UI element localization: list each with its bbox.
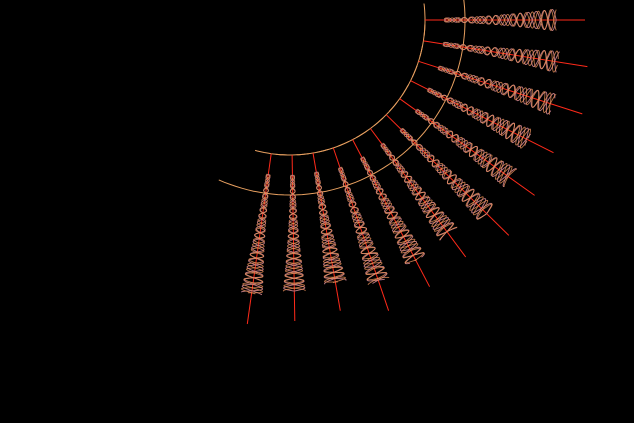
ray-wave-mirror-3	[438, 65, 552, 115]
ray-wave-mirror-3	[442, 41, 559, 71]
ray-8	[337, 130, 431, 287]
hub-arc-group	[218, 0, 466, 196]
ray-wave-mirror-3	[282, 174, 306, 292]
ray-wave-mirror-3	[443, 9, 557, 31]
ray-wave-mirror-3	[314, 171, 346, 284]
ray-wave-mirror-3	[382, 142, 455, 241]
ray-wave-3	[443, 9, 557, 31]
ray-3	[412, 45, 583, 115]
ray-stem	[291, 154, 296, 322]
ray-12	[240, 149, 288, 325]
ray-wave-mirror-3	[240, 174, 271, 295]
ray-11	[275, 153, 309, 322]
ray-wave-3	[242, 173, 270, 294]
ray-wave-3	[283, 174, 306, 292]
ray-wave-3	[380, 144, 458, 237]
ray-1	[423, 3, 585, 37]
ray-4	[401, 65, 554, 154]
ray-stem	[332, 147, 390, 311]
ray-5	[388, 84, 535, 196]
ray-wave-mirror-1	[381, 143, 457, 236]
ray-stem	[369, 128, 467, 258]
ray-10	[296, 148, 347, 311]
ray-wave-3	[360, 157, 425, 262]
ray-wave-3	[442, 42, 558, 73]
ray-wave-3	[426, 90, 532, 146]
ray-hook-arc	[412, 45, 424, 77]
ray-wave-mirror-3	[416, 108, 517, 184]
ray-wave-mirror-3	[339, 166, 390, 281]
ray-6	[373, 101, 510, 236]
ray-wave-3	[414, 111, 513, 187]
ray-group	[240, 3, 588, 325]
ray-wave-mirror-2	[381, 143, 457, 236]
ray-stem	[312, 152, 341, 311]
hub-arc	[218, 0, 466, 196]
ray-wave-mirror-3	[362, 156, 422, 264]
ray-wave-mirror-3	[428, 87, 528, 149]
ray-9	[317, 141, 390, 311]
ray-wave-mirror-3	[401, 127, 493, 216]
ray-wave-3	[399, 129, 489, 220]
ray-wave-3	[437, 67, 557, 113]
ray-wave-3	[338, 167, 387, 286]
ray-7	[356, 117, 467, 258]
ray-hook-arc	[317, 141, 349, 153]
ray-2	[419, 24, 588, 73]
